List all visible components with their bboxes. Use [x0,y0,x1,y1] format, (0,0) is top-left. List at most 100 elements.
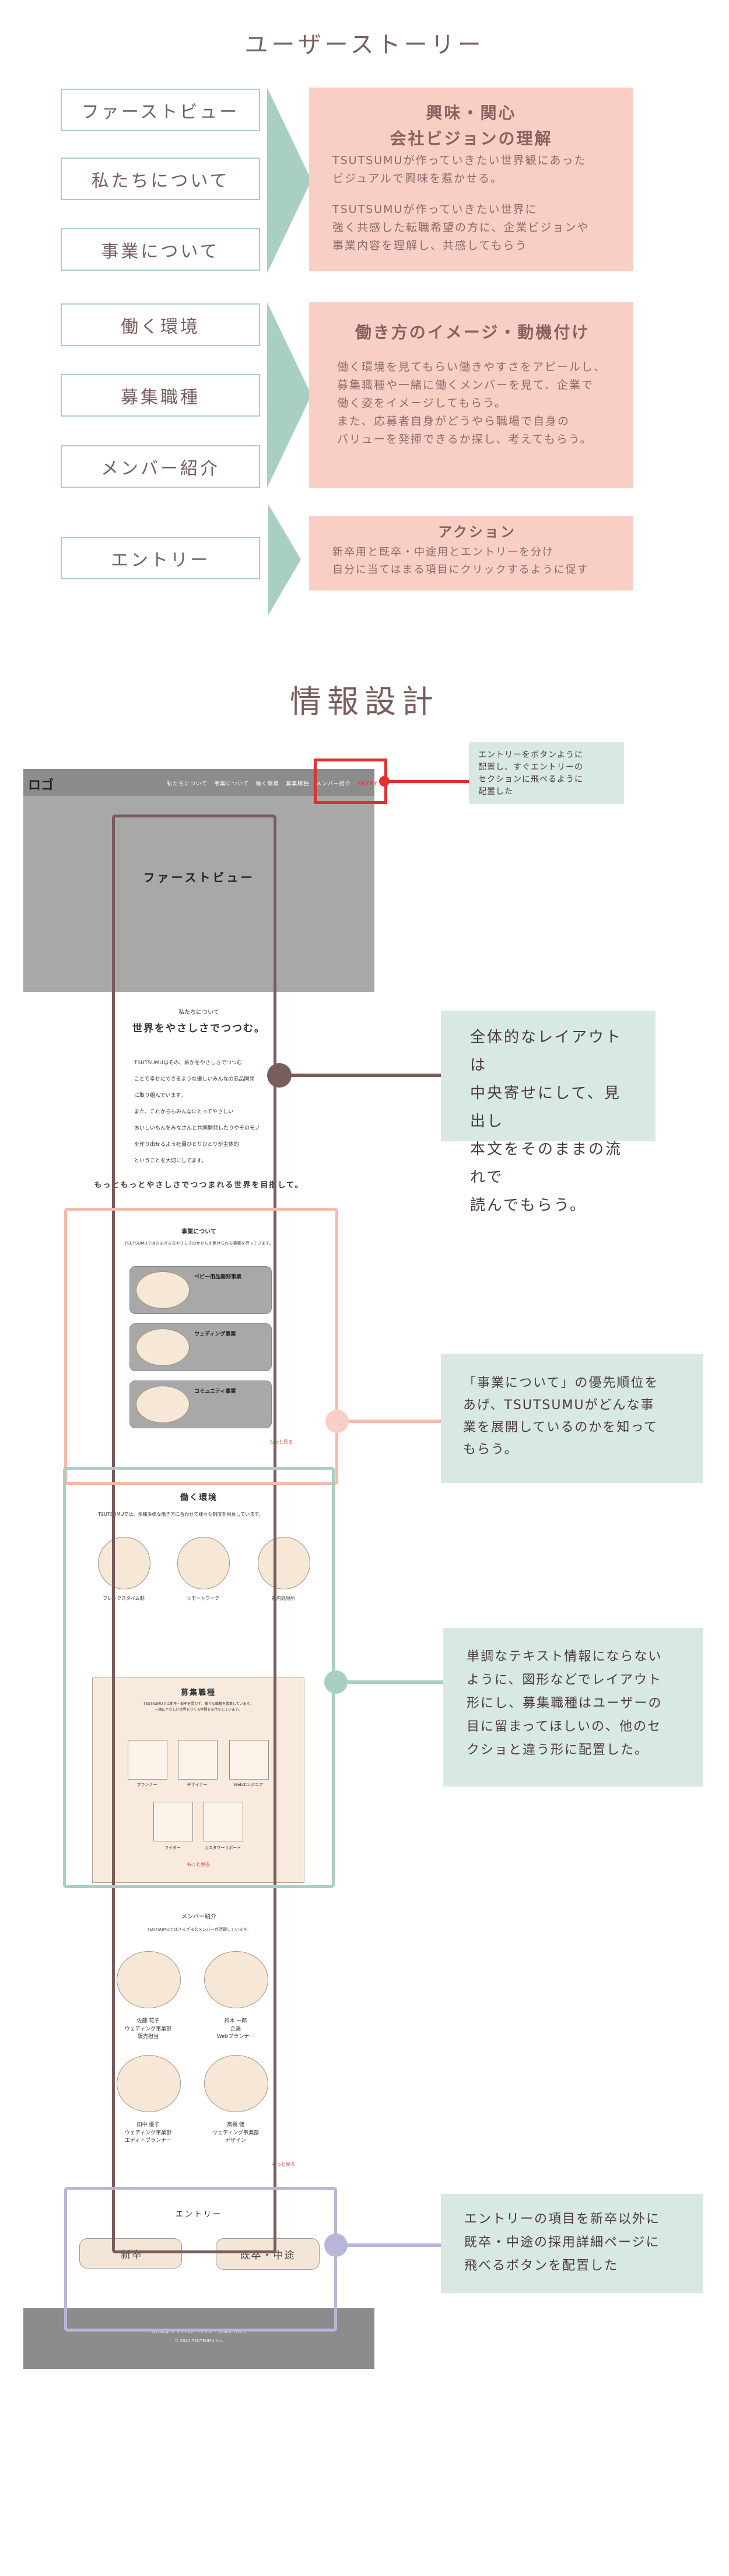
connector-line-business [338,1420,441,1423]
job-label: プランナー [136,1782,157,1787]
env-image [98,1537,150,1589]
nav-first-view: ファーストビュー [61,89,260,131]
story-card-action: アクション 新卒用と既卒・中途用とエントリーを分け 自分に当てはまる項目にクリッ… [309,516,633,590]
user-story-title: ユーザーストーリー [244,32,485,58]
about-text: TSUTSUMUはその、誰かをやさしさでつつむ ことで幸せにできるような優しいみ… [134,1055,274,1169]
member-role: ウェディング事業部 エディトプランナー [124,2130,172,2144]
wireframe-entry-nav[interactable]: ENTRY [358,781,378,787]
entry-title: エントリー [175,2210,222,2219]
story-card-interest: 興味・関心 会社ビジョンの理解 TSUTSUMUが作っていきたい世界観にあった … [309,88,633,271]
job-label: Webエンジニア [233,1782,264,1787]
wireframe-nav-item[interactable]: メンバー紹介 [316,781,351,787]
jobs-more-link[interactable]: もっと見る [187,1862,210,1867]
wireframe-nav-item[interactable]: 募集職種 [286,781,310,787]
note-entry: エントリーの項目を新卒以外に 既卒・中途の採用詳細ページに 飛べるボタンを配置し… [441,2194,703,2293]
env-image [177,1537,230,1589]
nav-environment: 働く環境 [61,303,260,346]
job-label: デザイナー [187,1782,208,1787]
story-card-body: 新卒用と既卒・中途用とエントリーを分け 自分に当てはまる項目にクリックするように… [332,546,589,576]
member-name: 鈴木 一郎 [224,2018,247,2024]
nav-members: メンバー紹介 [61,445,260,488]
member-photo[interactable] [204,2055,268,2112]
wireframe-nav: 私たちについて 事業について 働く環境 募集職種 メンバー紹介 ENTRY [167,780,378,787]
nav-entry: エントリー [61,537,260,579]
business-card[interactable]: コミュニティ事業 [129,1380,272,1428]
story-card-body: TSUTSUMUが作っていきたい世界観にあった ビジュアルで興味を惹かせる。 [332,154,587,185]
member-photo[interactable] [117,2055,181,2112]
member-role: 企画 Webプランナー [216,2026,255,2040]
job-image[interactable] [229,1740,269,1780]
entry-frame [64,2187,337,2332]
business-card-image [136,1386,190,1423]
business-card[interactable]: ベビー用品開発事業 [129,1266,272,1314]
connector-line-entry-btn [387,780,469,783]
info-design-title: 情報設計 [290,683,439,720]
member-role: ウェディング事業部 販売担当 [124,2026,172,2040]
connector-dot [267,1063,292,1088]
entry-new-button[interactable]: 新卒 [79,2238,182,2269]
business-card-title: コミュニティ事業 [194,1389,236,1394]
business-frame [64,1208,338,1485]
story-card-body: 働く環境を見てもらい働きやすさをアピールし、 募集職種や一緒に働くメンバーを見て… [337,361,607,446]
members-text: TSUTSUMUではさまざまなメンバーが活躍しています。 [147,1927,251,1932]
about-line: ことで幸せにできるような優しいみんなの商品開発 [134,1076,255,1082]
entry-mid-button[interactable]: 既卒・中途 [216,2238,320,2270]
about-title: 世界をやさしさでつつむ。 [132,1023,265,1034]
business-card-image [136,1271,190,1309]
business-card-title: ウェディング事業 [194,1331,236,1337]
arrow-triangle-3 [268,504,301,615]
story-card-heading: 興味・関心 会社ビジョンの理解 [390,103,553,148]
nav-jobs: 募集職種 [61,374,260,417]
wireframe-nav-item[interactable]: 事業について [214,781,250,787]
business-card[interactable]: ウェディング事業 [129,1323,272,1371]
connector-line-layout [282,1074,441,1077]
job-label: カスタマーサポート [204,1846,241,1850]
nav-about: 私たちについて [61,158,260,200]
story-card-body: TSUTSUMUが作っていきたい世界に 強く共感した転職希望の方に、企業ビジョン… [332,203,590,252]
connector-dot [324,2234,348,2257]
about-line: また、これからもみんなにとってやさしい [134,1109,234,1115]
connector-dot [379,776,390,787]
env-title: 働く環境 [180,1493,218,1502]
wireframe-nav-item[interactable]: 働く環境 [255,781,279,787]
members-title: メンバー紹介 [181,1914,216,1920]
connector-dot [324,1670,348,1694]
member-name: 佐藤 花子 [136,2018,160,2024]
env-text: TSUTSUMUでは、多種多様な働き方に合わせて様々な制度を用意しています。 [98,1512,264,1517]
arrow-triangle-1 [267,88,311,273]
job-image[interactable] [153,1802,193,1841]
hero-label: ファーストビュー [143,871,255,885]
member-name: 高橋 健 [227,2122,244,2128]
jobs-panel: 募集職種 TSUTSUMUでは新卒・既卒を問わず、様々な職種を募集しています。 … [92,1677,304,1883]
nav-business: 事業について [61,228,260,271]
connector-dot [325,1410,349,1433]
note-layout: 全体的なレイアウトは 中央寄せにして、見出し 本文をそのままの流れで 読んでもら… [441,1011,656,1214]
about-line: を作り出せるよう社員ひとりひとりが主体的 [134,1142,239,1148]
business-card-title: ベビー用品開発事業 [194,1274,242,1280]
layout-center-frame [112,815,276,2253]
footer-copyright: © 2024 TSUTSUMU Inc. [174,2339,223,2343]
about-line: に取り組んでいます。 [134,1093,186,1099]
members-more-link[interactable]: もっと見る [272,2162,295,2167]
business-more-link[interactable]: もっと見る [269,1439,293,1445]
wireframe-logo: ロゴ [28,778,54,793]
member-photo[interactable] [204,1951,268,2008]
job-image[interactable] [204,1802,243,1841]
member-photo[interactable] [117,1951,181,2008]
note-shapes: 単調なテキスト情報にならない ように、図形などでレイアウト 形にし、募集職種はユ… [443,1628,703,1787]
about-label: 私たちについて [178,1009,219,1016]
job-image[interactable] [178,1740,218,1780]
business-sub: TSUTSUMUではさまざまなやさしさのかたちを届けられる事業を行っています。 [124,1241,274,1246]
story-card-heading: アクション [438,524,516,540]
wireframe-nav-item[interactable]: 私たちについて [167,781,208,787]
arrow-triangle-2 [267,302,311,488]
job-image[interactable] [128,1740,167,1780]
connector-line-entry [337,2243,441,2247]
env-item-label: リモートワーク [187,1596,219,1601]
about-closing: もっともっとやさしさでつつまれる世界を目指して。 [94,1181,304,1190]
about-line: おいしいもんをみなさんと共同開発したりやそのモノ [134,1126,261,1131]
note-business: 「事業について」の優先順位を あげ、TSUTSUMUがどんな事 業を展開している… [441,1354,703,1483]
member-name: 田中 優子 [136,2122,160,2128]
story-card-workstyle: 働き方のイメージ・動機付け 働く環境を見てもらい働きやすさをアピールし、 募集職… [309,302,633,488]
business-card-image [136,1329,190,1366]
